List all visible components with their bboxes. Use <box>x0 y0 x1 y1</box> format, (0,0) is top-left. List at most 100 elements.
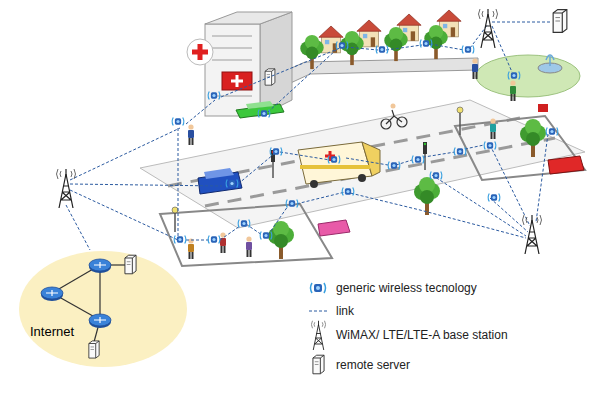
links-part <box>178 128 179 236</box>
wireless-icons-part <box>342 188 354 196</box>
people-part <box>220 232 226 253</box>
traffic-lights-part <box>174 212 176 232</box>
hospital-part <box>205 12 292 24</box>
wireless-icons-part <box>208 236 220 244</box>
links-part <box>492 22 552 23</box>
towers-part <box>523 215 542 254</box>
vehicles-part <box>548 156 584 174</box>
traffic-lights-part <box>424 143 426 145</box>
wireless-icons-part <box>260 232 272 240</box>
wireless-icons-part <box>174 236 186 244</box>
wireless-icons-part <box>270 148 282 156</box>
links-part <box>280 152 330 160</box>
cloud-shape <box>18 250 188 368</box>
wire <box>99 265 100 320</box>
cloud-region: Internet <box>18 250 188 368</box>
links-part <box>70 184 222 186</box>
vehicles <box>198 101 584 236</box>
traffic-lights-part <box>457 107 463 113</box>
hospital-part <box>231 75 243 87</box>
traffic-lights-part <box>172 207 178 213</box>
wireless-icons <box>172 40 558 244</box>
legend-label: remote server <box>336 357 410 373</box>
vehicles-part <box>358 174 366 182</box>
vehicles-part <box>246 101 274 109</box>
people-part <box>188 124 194 145</box>
vehicles-part <box>391 104 396 109</box>
links <box>66 22 552 250</box>
wireless-icons-part <box>454 148 466 156</box>
people-part <box>246 236 252 257</box>
vehicles-part <box>300 165 370 169</box>
hospital <box>187 12 292 116</box>
trees-part <box>268 221 294 259</box>
links-part <box>186 100 215 124</box>
park <box>476 55 580 97</box>
legend-symbols-part <box>313 355 324 374</box>
traffic-lights-part <box>423 142 427 154</box>
links-part <box>430 44 464 50</box>
router-arrows <box>94 317 106 323</box>
legend-label: WiMAX/ LTE/LTE-A base station <box>336 327 508 343</box>
remote-server <box>553 10 567 33</box>
vehicles-part <box>386 110 402 124</box>
traffic-lights-part <box>459 112 461 135</box>
hospital-part <box>222 72 252 90</box>
links-part <box>386 45 422 50</box>
wireless-icons-part <box>484 142 496 150</box>
router-arrows <box>46 290 58 296</box>
links-part <box>221 48 340 97</box>
links-part <box>490 198 528 232</box>
links-part <box>268 50 336 112</box>
park-part <box>476 55 580 97</box>
vehicles-part <box>318 220 350 236</box>
router-symbol <box>89 259 111 271</box>
sidewalks-part <box>455 116 585 180</box>
vehicles-part <box>204 168 234 179</box>
legend-symbols-part <box>311 283 326 293</box>
road-part <box>140 100 585 228</box>
hospital-part <box>187 39 213 65</box>
legend-label: link <box>336 303 354 319</box>
links-part <box>432 175 526 236</box>
cloud-ellipse <box>19 251 187 367</box>
links-part <box>220 226 240 240</box>
wireless-icons-part <box>328 156 340 164</box>
vehicles-part <box>310 180 318 188</box>
wireless-icons-part <box>388 162 400 170</box>
hospital-part <box>260 12 292 116</box>
links-part <box>268 206 288 235</box>
links-part <box>460 145 484 150</box>
towers <box>57 9 542 254</box>
server-symbol <box>125 255 136 274</box>
wireless-icons-part <box>286 200 298 208</box>
wireless-icons-part <box>238 220 250 228</box>
wireless-icons-part <box>412 156 424 164</box>
router-symbol <box>41 287 63 299</box>
wireless-icons-part <box>336 42 348 50</box>
links-part <box>292 192 345 205</box>
towers-part <box>57 169 76 208</box>
people-part <box>472 58 478 79</box>
wireless-icons-part <box>208 92 220 100</box>
park-part <box>546 55 554 66</box>
legend-label: generic wireless tecnology <box>336 280 477 296</box>
wireless-icons-part <box>420 40 432 48</box>
road-part <box>205 138 555 206</box>
legend-symbols-part <box>309 311 329 312</box>
links-part <box>70 128 180 180</box>
road <box>140 100 585 228</box>
links-part <box>346 192 526 238</box>
router-symbol <box>89 314 111 326</box>
wireless-icons-part <box>376 46 388 54</box>
links-part <box>490 145 530 226</box>
links-part <box>238 154 274 184</box>
traffic-lights-part <box>272 162 274 178</box>
wireless-icons-part <box>226 180 238 188</box>
hospital-part <box>205 24 260 116</box>
links-part <box>70 190 178 240</box>
links-part <box>66 205 90 250</box>
legend-symbols-part <box>311 321 325 350</box>
links-part <box>346 158 388 165</box>
traffic-lights <box>172 104 548 232</box>
